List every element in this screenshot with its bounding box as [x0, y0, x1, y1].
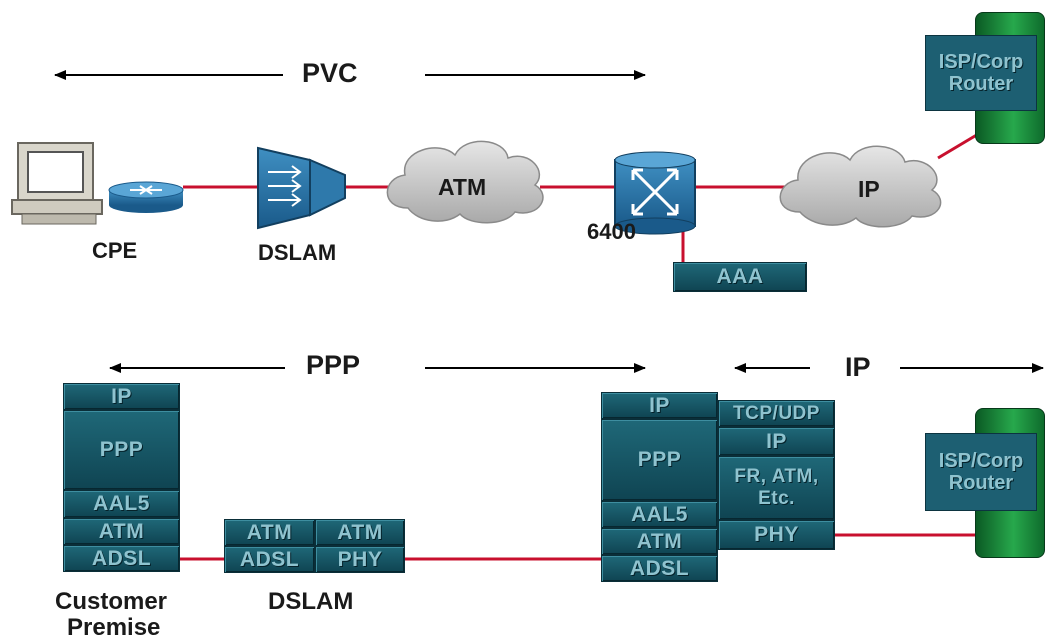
dslam-label: DSLAM — [258, 240, 337, 265]
dslam-icon — [257, 146, 346, 230]
aaa-server: AAA — [673, 262, 807, 292]
isp-router-bottom-label: ISP/Corp Router — [925, 433, 1037, 511]
customer-label-line1: Customer — [55, 588, 168, 615]
dslam-left-adsl: ADSL — [224, 546, 315, 573]
router-left-aal5: AAL5 — [601, 501, 718, 528]
customer-layer-aal5: AAL5 — [63, 490, 180, 518]
router-right-phy: PHY — [718, 520, 835, 550]
router-left-ppp: PPP — [601, 419, 718, 501]
computer-icon — [11, 142, 103, 225]
dslam-right-atm: ATM — [315, 519, 405, 546]
cpe-label: CPE — [92, 238, 138, 263]
router-6400-label: 6400 — [587, 219, 636, 244]
router-left-atm: ATM — [601, 528, 718, 555]
customer-layer-ip: IP — [63, 383, 180, 410]
bottom-links — [180, 533, 985, 561]
pvc-label: PVC — [302, 58, 358, 88]
top-links — [183, 128, 986, 262]
ip-range-label: IP — [845, 352, 871, 382]
aaa-label: AAA — [716, 265, 764, 288]
atm-cloud-icon — [386, 140, 544, 224]
dslam-stack-label: DSLAM — [268, 588, 354, 615]
router-left-adsl: ADSL — [601, 555, 718, 582]
router-right-fr-atm: FR, ATM, Etc. — [718, 456, 835, 520]
customer-layer-atm: ATM — [63, 518, 180, 545]
router-right-ip: IP — [718, 427, 835, 456]
dslam-left-atm: ATM — [224, 519, 315, 546]
ip-cloud-icon — [779, 145, 942, 228]
dslam-right-phy: PHY — [315, 546, 405, 573]
router-left-ip: IP — [601, 392, 718, 419]
isp-router-top-label: ISP/Corp Router — [925, 35, 1037, 111]
customer-label-line2: Premise — [67, 614, 161, 641]
customer-layer-adsl: ADSL — [63, 545, 180, 572]
router-right-tcpudp: TCP/UDP — [718, 400, 835, 427]
router-6400-icon — [614, 151, 696, 235]
customer-layer-ppp: PPP — [63, 410, 180, 490]
ip-cloud-label: IP — [858, 176, 880, 202]
atm-cloud-label: ATM — [438, 174, 487, 200]
ppp-label: PPP — [306, 350, 361, 380]
cpe-router-icon — [108, 181, 184, 213]
